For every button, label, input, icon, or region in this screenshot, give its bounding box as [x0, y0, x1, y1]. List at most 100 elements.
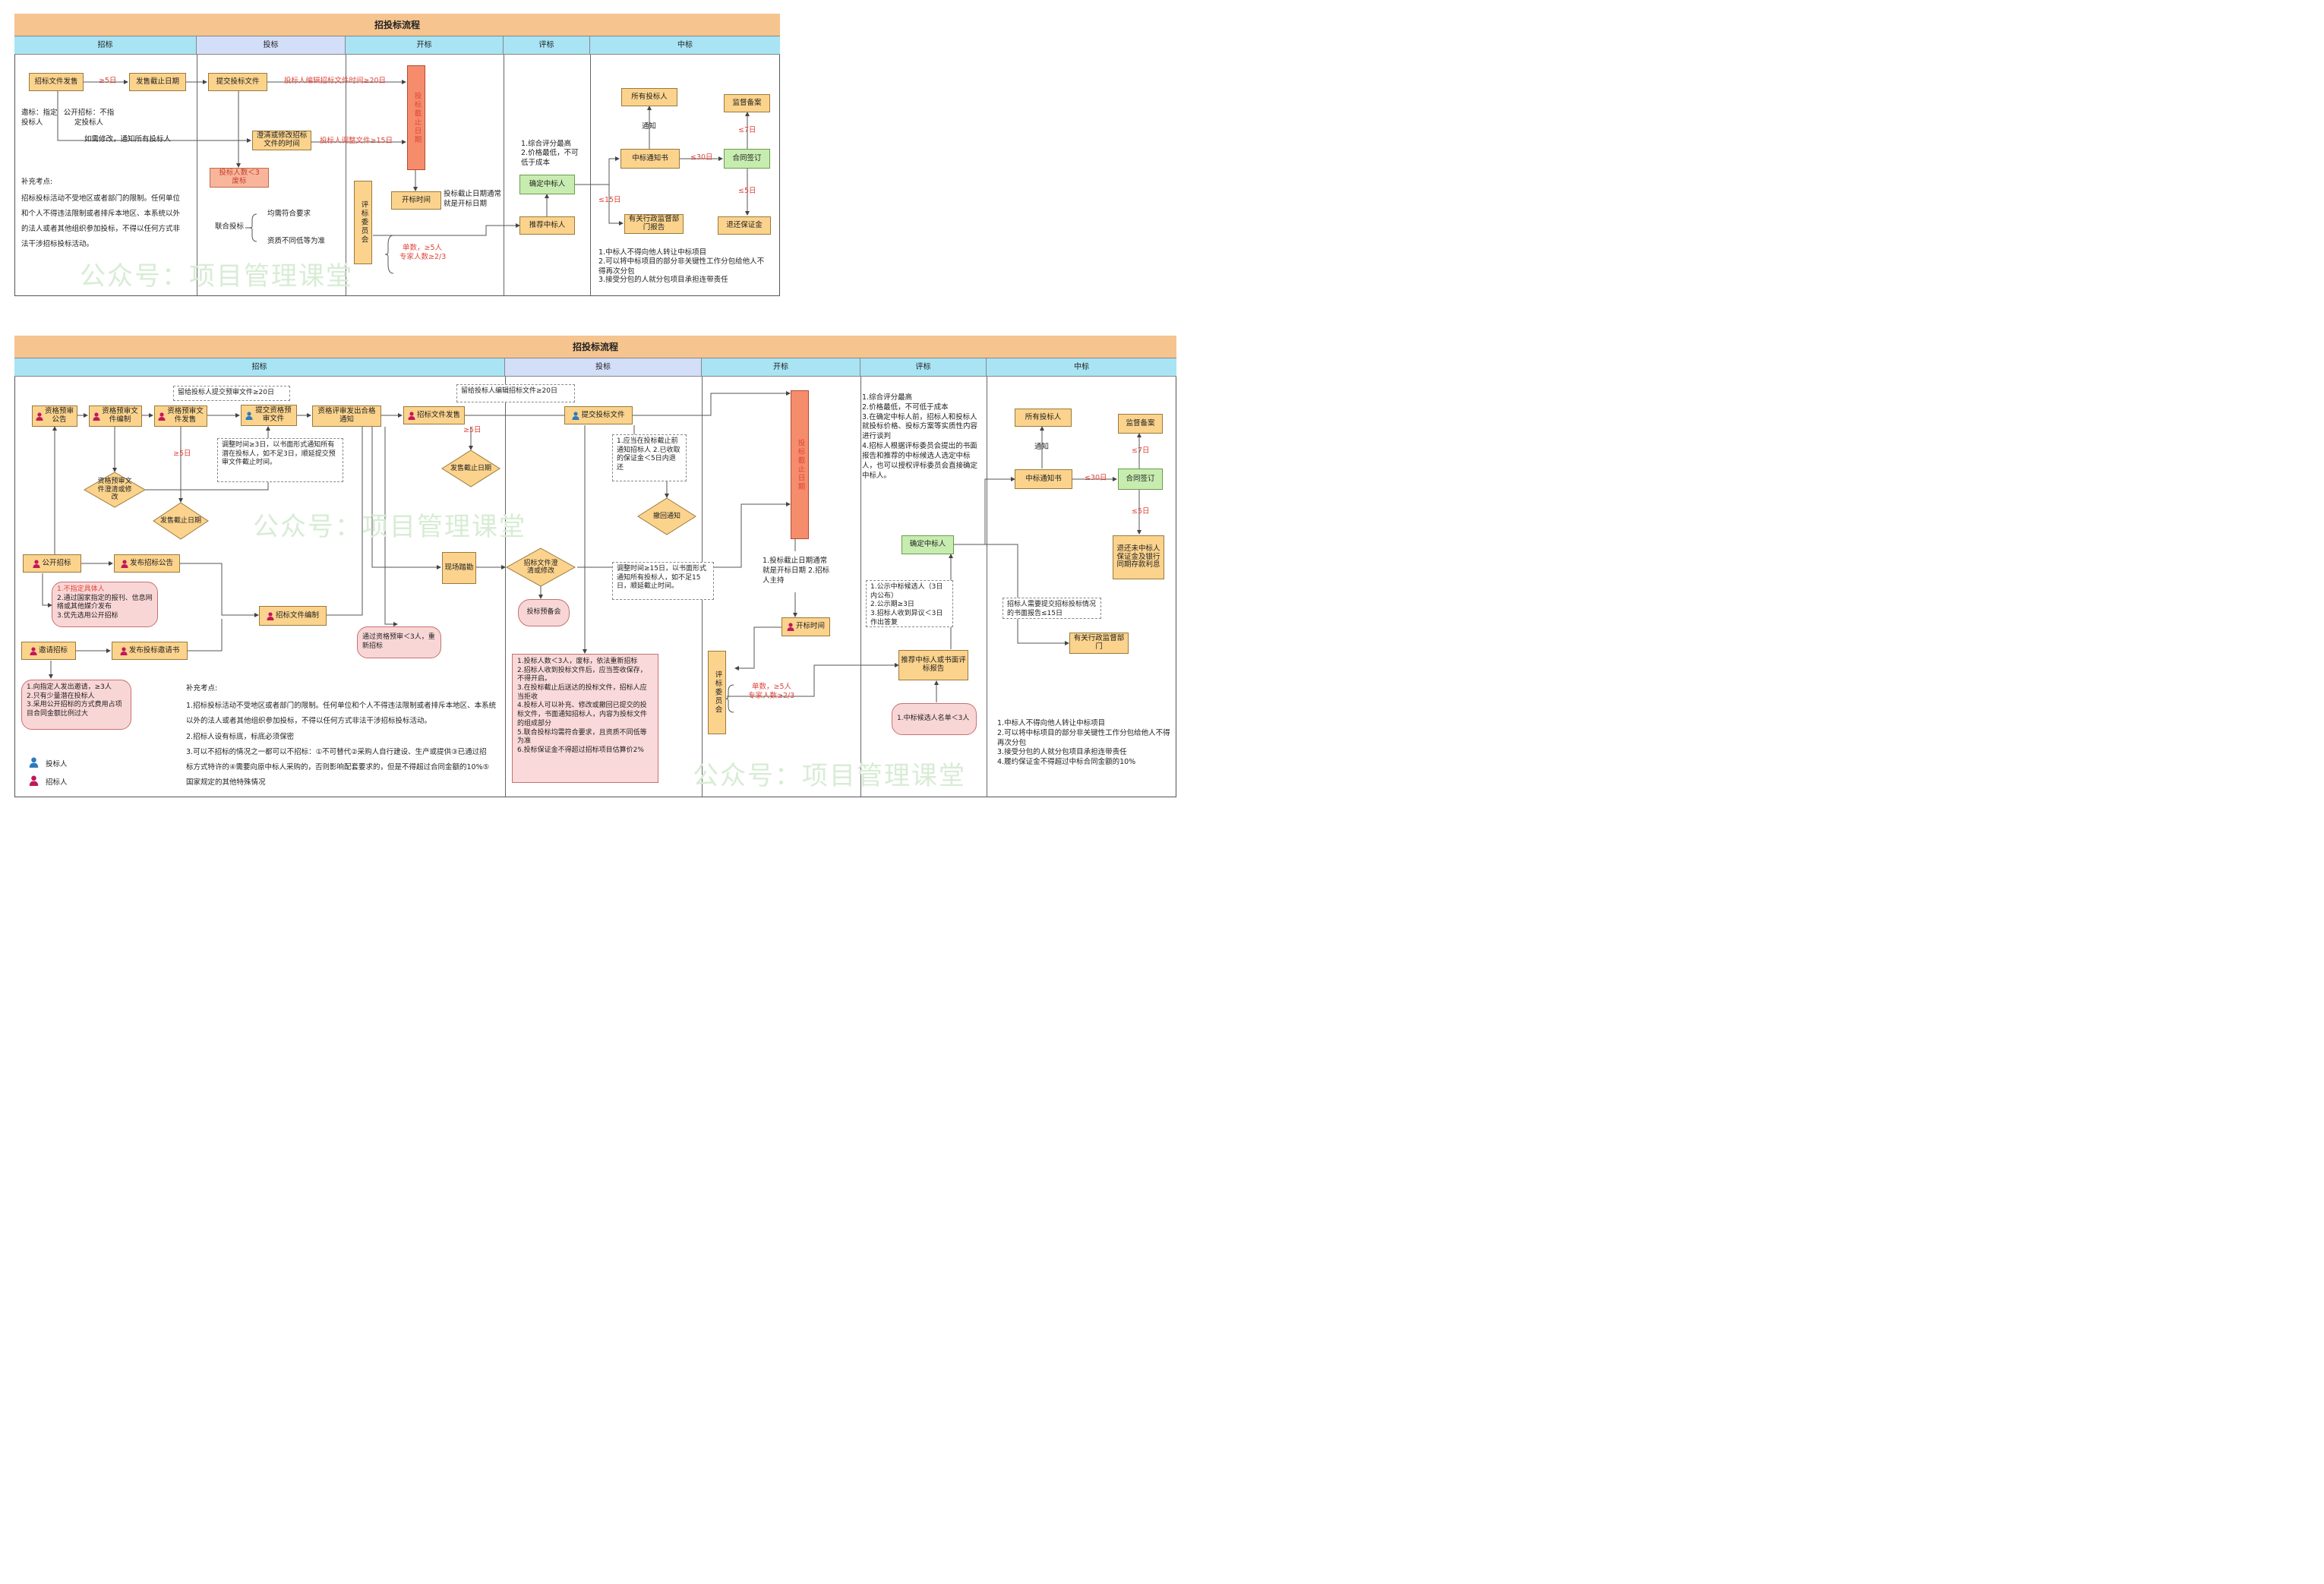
legend-tenderer-label: 招标人: [46, 778, 68, 787]
d1-opentime-node: 开标时间: [391, 191, 441, 210]
d1-supplement-text: 招标投标活动不受地区或者部门的限制。任何单位和个人不得违法限制或者排斥本地区、本…: [21, 194, 181, 248]
d2-award-note: 1.中标人不得向他人转让中标项目: [997, 719, 1106, 727]
d2-submit-qual-node: 提交资格预审文件: [241, 405, 297, 426]
d1-edit20-label: 投标人编辑招标文件时间≥20日: [284, 77, 387, 85]
d2-lane-eval: 评标: [860, 358, 987, 377]
d1-lane-award: 中标: [590, 36, 780, 55]
d1-recommend-node: 推荐中标人: [519, 216, 575, 235]
d2-award-note: 2.可以将中标项目的部分非关键性工作分包给他人不得再次分包: [997, 728, 1170, 747]
d2-recommend-node: 推荐中标人或书面评标报告: [898, 650, 968, 680]
d2-lane-tender: 招标: [14, 358, 505, 377]
d1-criteria1: 1.综合评分最高: [521, 140, 572, 148]
bidder-icon: [29, 757, 39, 768]
d1-submit-node: 提交投标文件: [208, 73, 267, 91]
d1-le7-label: ≤7日: [738, 126, 756, 134]
d2-eval-note: 1.综合评分最高: [862, 393, 913, 402]
d2-committee-node: 评标委员会: [708, 651, 726, 734]
d2-le30-label: ≤30日: [1085, 474, 1107, 482]
d2-adjust15-note: 调整时间≥15日，以书面形式通知所有投标人，如不足15日，顺延截止时间。: [612, 562, 714, 600]
tenderer-icon: [33, 559, 40, 568]
d2-sale-deadline2-diamond: 发售截止日期: [442, 450, 500, 487]
legend-tenderer: 招标人: [29, 775, 68, 788]
d2-publish-notice-label: 发布招标公告: [129, 558, 173, 567]
d2-bid-note: 5.联合投标均需符合要求，且资质不同低等为准: [517, 728, 647, 746]
d1-lane-bid: 投标: [197, 36, 346, 55]
d2-publicity-note: 3.招标人收到异议＜3日作出答复: [870, 610, 943, 626]
d2-eval-note: 4.招标人根据评标委员会提出的书面报告和推荐的中标候选人选定中标人，也可以授权评…: [862, 442, 978, 480]
d1-award-note1: 1.中标人不得向他人转让中标项目: [598, 248, 707, 257]
d2-le5-label: ≤5日: [1132, 507, 1150, 516]
d1-award-note2: 2.可以将中标项目的部分非关键性工作分包给他人不得再次分包: [598, 257, 765, 276]
d2-invite-note: 3.采用公开招标的方式费用占项目合同金额比例过大: [27, 701, 122, 718]
d1-watermark: 公众号：项目管理课堂: [80, 261, 353, 292]
d2-public-note: 2.通过国家指定的报刊、信息网络或其他媒介发布: [57, 594, 153, 611]
tenderer-icon: [36, 412, 43, 421]
d2-candidates-note: 1.中标候选人名单＜3人: [892, 703, 977, 735]
d2-divider: [505, 377, 506, 797]
d1-sell-node: 招标文件发售: [29, 73, 84, 91]
tenderer-icon: [267, 611, 274, 620]
legend-bidder: 投标人: [29, 757, 68, 770]
d2-publish-notice-node: 发布招标公告: [114, 554, 180, 573]
d1-connectors: [57, 80, 750, 274]
d1-lane-eval: 评标: [504, 36, 590, 55]
d1-modify-label: 如需修改，通知所有投标人: [84, 135, 172, 144]
d2-award-note: 3.接受分包的人就分包项目承担连带责任: [997, 748, 1127, 757]
d2-invite-note: 1.向指定人发出邀请，≥3人: [27, 683, 112, 691]
d2-sale-deadline-diamond: 发售截止日期: [153, 503, 208, 539]
d1-supplement-title: 补充考点:: [21, 178, 53, 186]
d2-prequal-edit-node: 资格预审文件编制: [89, 405, 142, 427]
d1-adj15-label: 投标人调整文件≥15日: [320, 137, 393, 145]
tenderer-icon: [408, 411, 415, 420]
diagram1-title: 招投标流程: [14, 14, 780, 36]
d2-submit-bid-node: 提交投标文件: [564, 406, 633, 424]
d1-ge5-label: ≥5日: [99, 77, 117, 85]
tenderer-icon: [158, 412, 166, 421]
d2-ge5b-label: ≥5日: [463, 426, 482, 434]
d2-ge5a-label: ≥5日: [173, 450, 191, 458]
d1-allbidders-node: 所有投标人: [621, 88, 677, 106]
d2-invite-tender-node: 邀请招标: [21, 642, 76, 660]
d2-submit-note: 1.应当在投标截止前通知招标人 2.已收取的保证金＜5日内退还: [612, 434, 687, 481]
d1-contract-node: 合同签订: [724, 149, 770, 169]
d2-supplement-title: 补充考点:: [186, 684, 218, 693]
d2-keep20b-note: 留给投标人编辑招标文件≥20日: [456, 384, 575, 402]
d2-divider: [860, 377, 861, 797]
d2-prequal-clarify-label: 资格预审文件澄清或修改: [97, 478, 132, 502]
d2-le7-label: ≤7日: [1132, 446, 1150, 455]
d2-award-note: 4.履约保证金不得超过中标合同金额的10%: [997, 758, 1136, 767]
d2-report-dept-node: 有关行政监督部门: [1069, 633, 1129, 654]
d1-single-label: 单数，≥5人: [403, 244, 443, 252]
d2-sale-deadline-label: 发售截止日期: [159, 516, 201, 525]
d2-expert-label: 专家人数≥2/3: [748, 692, 795, 700]
d2-notify-label: 通知: [1034, 443, 1050, 451]
d2-eval-note: 3.在确定中标人前，招标人和投标人就投标价格、投标方案等实质性内容进行谈判: [862, 412, 978, 441]
d1-bidclose-node: 投标截止日期: [407, 65, 425, 170]
d2-supplement-2: 2.招标人设有标底，标底必须保密: [186, 733, 295, 741]
d2-watermark: 公众号：项目管理课堂: [253, 512, 526, 542]
d2-open-note: 1.投标截止日期通常就是开标日期 2.招标人主持: [763, 557, 830, 585]
d2-public-tender-label: 公开招标: [42, 558, 71, 567]
d2-publish-invite-node: 发布投标邀请书: [112, 642, 188, 660]
d2-bid-note: 6.投标保证金不得超过招标项目估算价2%: [517, 746, 644, 754]
d2-eval-notes: 1.综合评分最高 2.价格最低，不可低于成本 3.在确定中标人前，招标人和投标人…: [862, 393, 984, 481]
d2-site-node: 现场踏勘: [442, 552, 476, 584]
d2-tender-sell-label: 招标文件发售: [416, 410, 460, 419]
d1-supervise-node: 监督备案: [724, 94, 770, 112]
diagram2-title: 招投标流程: [14, 336, 1176, 358]
d1-notice-node: 中标通知书: [620, 149, 680, 169]
d1-report-node: 有关行政监督部门报告: [624, 214, 684, 234]
d2-invite-notes: 1.向指定人发出邀请，≥3人 2.只有少量潜在投标人 3.采用公开招标的方式费用…: [21, 680, 131, 730]
d2-tender-clarify-diamond: 招标文件澄清或修改: [507, 548, 575, 586]
d2-qual-fail-note: 通过资格预审＜3人，重新招标: [357, 626, 441, 658]
bidder-icon: [245, 411, 253, 420]
d1-criteria2: 2.价格最低，不可低于成本: [521, 149, 579, 167]
d1-invite-label: 邀标：指定投标人: [21, 109, 58, 127]
d2-award-notes: 1.中标人不得向他人转让中标项目 2.可以将中标项目的部分非关键性工作分包给他人…: [997, 719, 1170, 768]
d1-deadline-node: 发售截止日期: [129, 73, 186, 91]
d1-notify-label: 通知: [642, 122, 657, 131]
d2-supervise-node: 监督备案: [1118, 414, 1163, 434]
legend-bidder-label: 投标人: [46, 760, 68, 768]
d2-prequal-clarify-diamond: 资格预审文件澄清或修改: [84, 472, 145, 507]
tenderer-icon: [30, 646, 37, 655]
